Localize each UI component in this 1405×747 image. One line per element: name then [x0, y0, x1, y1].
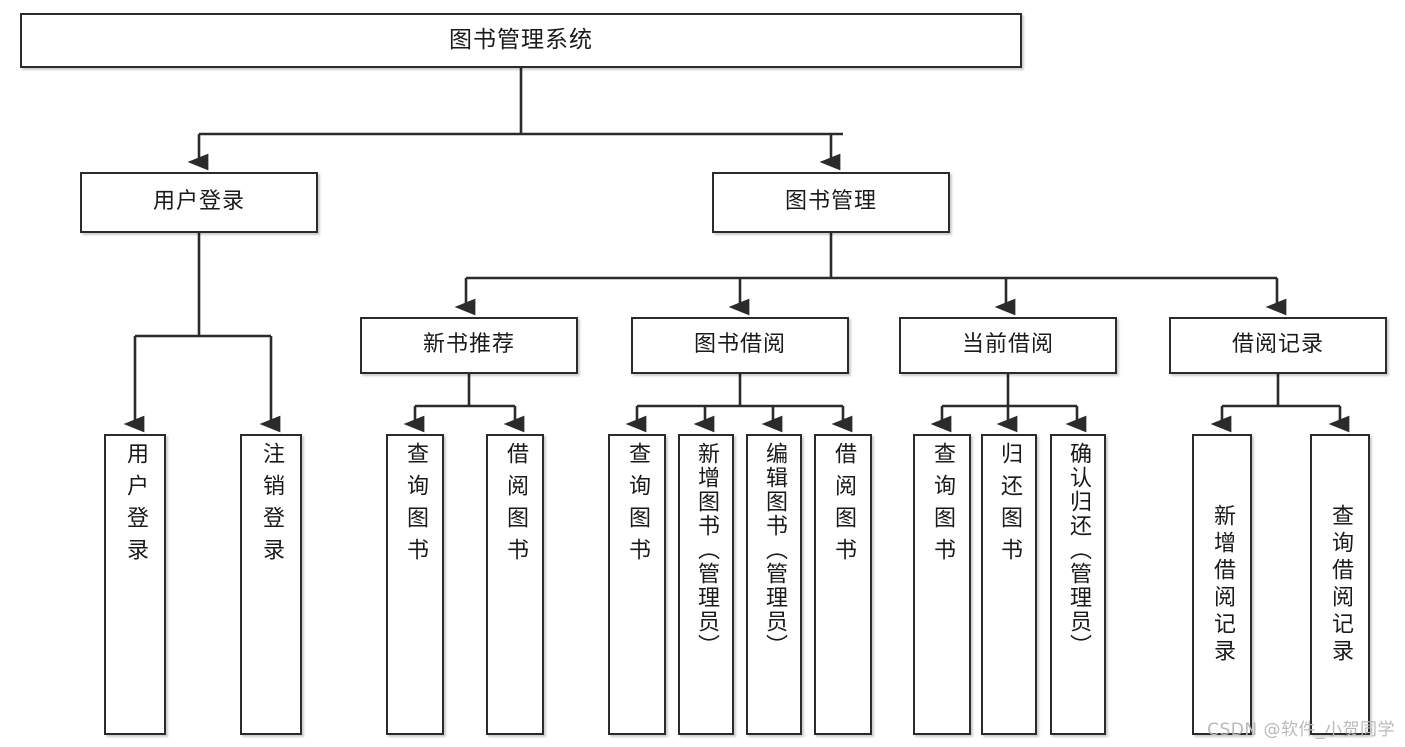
node-label: 图书管理: [784, 189, 877, 215]
node-leaf-add-borrow-record[interactable]: 新增借阅记录: [1192, 434, 1252, 735]
node-label: 新增借阅记录: [1210, 503, 1235, 666]
node-label: 归还图书: [997, 442, 1022, 570]
node-leaf-user-login[interactable]: 用户登录: [104, 434, 166, 735]
node-new-book-recommend[interactable]: 新书推荐: [360, 317, 578, 374]
node-book-borrow[interactable]: 图书借阅: [631, 317, 849, 374]
node-label: 用户登录: [123, 442, 148, 570]
node-current-borrow[interactable]: 当前借阅: [899, 317, 1117, 374]
node-label: 查询图书: [403, 442, 428, 570]
node-leaf-query-book-borrow[interactable]: 查询图书: [608, 434, 666, 735]
node-label: 图书管理系统: [449, 27, 593, 54]
node-leaf-logout[interactable]: 注销登录: [240, 434, 302, 735]
node-label: 图书借阅: [693, 332, 786, 358]
node-label: 借阅图书: [503, 442, 528, 570]
node-leaf-query-book-current[interactable]: 查询图书: [913, 434, 971, 735]
node-leaf-borrow-book[interactable]: 借阅图书: [814, 434, 872, 735]
node-leaf-add-book-admin[interactable]: 新增图书（管理员）: [678, 434, 734, 735]
node-label: 编辑图书（管理员）: [762, 442, 787, 658]
node-label: 用户登录: [152, 189, 245, 215]
node-leaf-query-borrow-record[interactable]: 查询借阅记录: [1310, 434, 1370, 735]
node-label: 新书推荐: [422, 332, 515, 358]
node-leaf-edit-book-admin[interactable]: 编辑图书（管理员）: [746, 434, 802, 735]
node-label: 借阅图书: [831, 442, 856, 570]
node-label: 新增图书（管理员）: [694, 442, 719, 658]
node-user-login[interactable]: 用户登录: [80, 172, 318, 233]
node-book-management[interactable]: 图书管理: [712, 172, 950, 233]
node-leaf-return-book[interactable]: 归还图书: [981, 434, 1037, 735]
node-leaf-confirm-return-admin[interactable]: 确认归还（管理员）: [1050, 434, 1106, 735]
node-label: 确认归还（管理员）: [1066, 442, 1091, 658]
node-label: 当前借阅: [961, 332, 1054, 358]
node-root-system[interactable]: 图书管理系统: [20, 13, 1022, 68]
node-label: 注销登录: [259, 442, 284, 570]
node-label: 查询图书: [930, 442, 955, 570]
node-leaf-borrow-book-recommend[interactable]: 借阅图书: [486, 434, 544, 735]
node-label: 借阅记录: [1231, 332, 1324, 358]
node-borrow-record[interactable]: 借阅记录: [1169, 317, 1387, 374]
node-leaf-query-book-recommend[interactable]: 查询图书: [386, 434, 444, 735]
node-label: 查询图书: [625, 442, 650, 570]
node-label: 查询借阅记录: [1328, 503, 1353, 666]
